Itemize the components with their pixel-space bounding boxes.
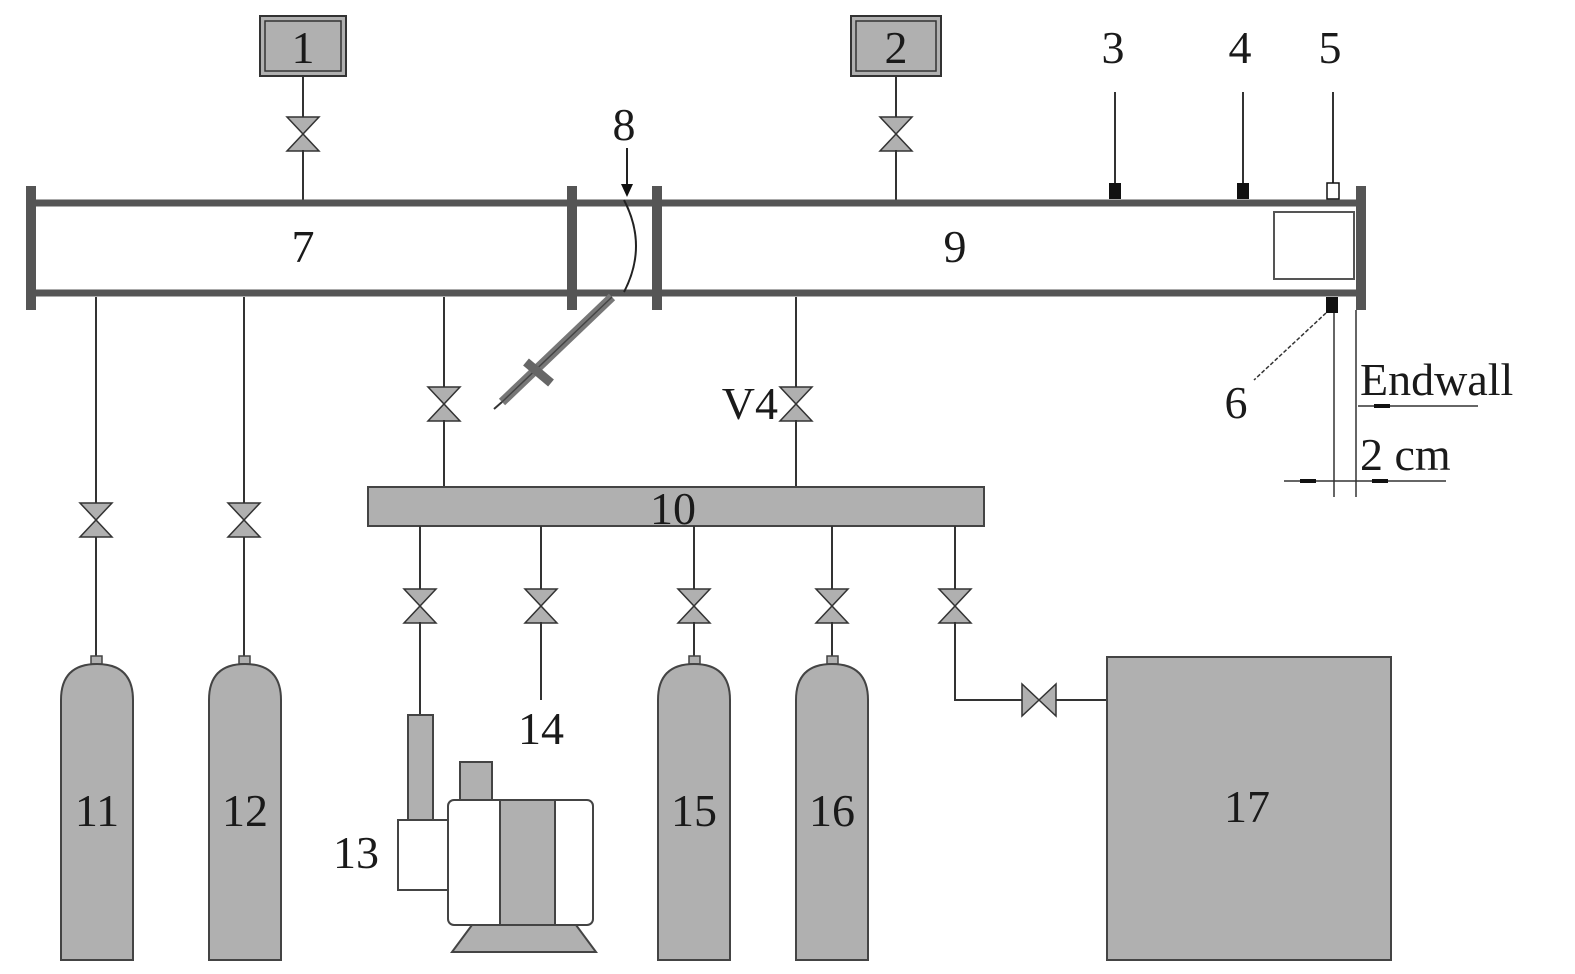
sensor-4: 4 [1229, 22, 1252, 199]
valve-15[interactable] [677, 588, 711, 624]
label-1: 1 [292, 22, 315, 73]
driver-section-7: 7 [26, 186, 577, 310]
cylinder-16: 16 [795, 655, 869, 961]
label-9: 9 [944, 221, 967, 272]
vacuum-pump-13: 13 [333, 714, 598, 953]
endwall-dimension: Endwall 2 cm [1284, 310, 1513, 497]
sensor-3: 3 [1102, 22, 1125, 199]
puncture-rod [493, 293, 616, 410]
diaphragm-section [577, 186, 662, 310]
valve-driver-manifold[interactable] [427, 386, 461, 422]
component-1-box: 1 [259, 15, 347, 77]
sensor-5: 5 [1319, 22, 1342, 200]
valve-v4[interactable] [779, 386, 813, 422]
valve-14[interactable] [524, 588, 558, 624]
label-17: 17 [1224, 781, 1270, 832]
label-6: 6 [1225, 377, 1248, 428]
label-16: 16 [809, 785, 855, 836]
valve-2[interactable] [879, 116, 913, 152]
cylinder-15: 15 [657, 655, 731, 961]
valve-13[interactable] [403, 588, 437, 624]
arrow-8: 8 [613, 99, 636, 197]
cylinder-11: 11 [60, 655, 134, 961]
endwall-window [1273, 211, 1355, 280]
label-5: 5 [1319, 22, 1342, 73]
label-v4: V4 [722, 378, 778, 429]
distance-label: 2 cm [1360, 429, 1451, 480]
endwall-label: Endwall [1360, 354, 1513, 405]
valve-11[interactable] [79, 502, 113, 538]
label-2: 2 [885, 22, 908, 73]
component-2-box: 2 [850, 15, 942, 77]
label-15: 15 [671, 785, 717, 836]
label-14: 14 [518, 703, 564, 754]
label-13: 13 [333, 827, 379, 878]
label-11: 11 [75, 785, 119, 836]
box-17: 17 [1106, 656, 1392, 961]
valve-17-horizontal[interactable] [1021, 683, 1057, 717]
valve-16[interactable] [815, 588, 849, 624]
label-10: 10 [650, 483, 696, 534]
diaphragm-8 [623, 199, 637, 293]
manifold-10: 10 [367, 483, 985, 534]
sensor-6: 6 [1225, 297, 1338, 428]
label-3: 3 [1102, 22, 1125, 73]
pipe-17-bottom [954, 622, 1022, 701]
valve-1[interactable] [286, 116, 320, 152]
label-8: 8 [613, 99, 636, 150]
label-4: 4 [1229, 22, 1252, 73]
label-12: 12 [222, 785, 268, 836]
valve-17[interactable] [938, 588, 972, 624]
label-7: 7 [292, 221, 315, 272]
cylinder-12: 12 [208, 655, 282, 961]
valve-12[interactable] [227, 502, 261, 538]
driven-section-9: 9 [662, 186, 1366, 310]
